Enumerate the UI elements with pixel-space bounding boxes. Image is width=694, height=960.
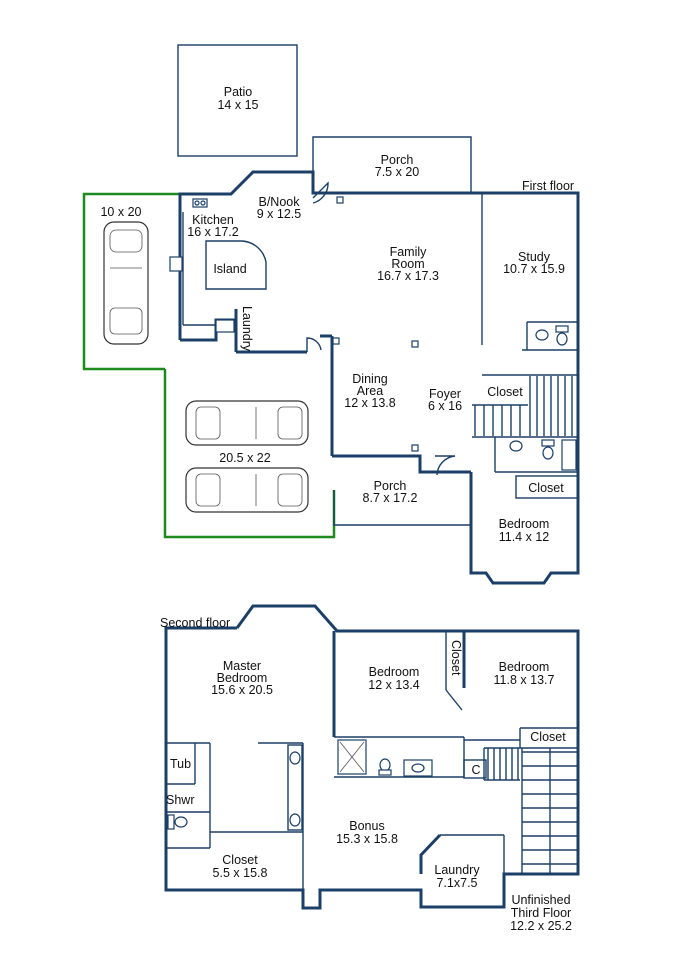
hall-toilet-icon [379, 758, 391, 772]
third-floor-size: 12.2 x 25.2 [510, 919, 572, 933]
foyer-size: 6 x 16 [428, 399, 462, 413]
garage-single-size: 10 x 20 [100, 205, 141, 219]
dining-name-2: Area [357, 384, 383, 398]
double-garage-car-1 [185, 400, 309, 446]
bath-toilet-icon [542, 446, 554, 460]
first-floor-label: First floor [522, 179, 574, 193]
study-toilet-icon [556, 332, 568, 346]
c-closet-name: C [471, 763, 480, 777]
porch-top-outline [312, 136, 472, 193]
laundry2-wall [419, 833, 442, 874]
porch-top-name: Porch [381, 153, 414, 167]
house-outer-wall [178, 170, 580, 585]
master-toilet-icon [174, 816, 188, 828]
laundry2-name: Laundry [434, 863, 480, 877]
vanity-sink-icon [289, 751, 301, 765]
bnook-size: 9 x 12.5 [257, 207, 302, 221]
double-garage-car-2 [185, 467, 309, 513]
stove-icon [169, 256, 183, 272]
bedroom2-name: Bedroom [369, 665, 420, 679]
laundry1-name: Laundry [240, 306, 254, 352]
patio-name: Patio [224, 85, 253, 99]
family-name-1: Family [390, 245, 428, 259]
family-size: 16.7 x 17.3 [377, 269, 439, 283]
master-toilet-tank [167, 814, 175, 830]
island-counter [205, 240, 267, 290]
column-icon [336, 196, 344, 204]
study-toilet-tank [555, 325, 569, 333]
bedroom1-name: Bedroom [499, 517, 550, 531]
laundry2-size: 7.1x7.5 [436, 876, 477, 890]
second-floor-label: Second floor [160, 616, 230, 630]
front-door-swing [435, 455, 456, 476]
bedroom3-name: Bedroom [499, 660, 550, 674]
column-icon [411, 444, 419, 452]
hall-sink-icon [411, 763, 425, 773]
bedroom-closet-box [515, 475, 579, 499]
tub-name: Tub [170, 757, 191, 771]
second-floor-stairs [483, 747, 578, 874]
closet-study-name: Closet [487, 385, 523, 399]
dining-size: 12 x 13.8 [344, 396, 395, 410]
bath-toilet-tank [541, 439, 555, 447]
closet-bed1-name: Closet [528, 481, 564, 495]
bonus-size: 15.3 x 15.8 [336, 832, 398, 846]
bedroom1-size: 11.4 x 12 [499, 530, 550, 544]
column-icon [332, 337, 340, 345]
hall-toilet-tank [378, 769, 392, 776]
first-floor-stairs [472, 376, 573, 436]
family-name-2: Room [391, 257, 424, 271]
first-floor-tub [561, 439, 577, 471]
master-name-1: Master [223, 659, 261, 673]
porch-bottom-size: 8.7 x 17.2 [363, 491, 418, 505]
closet-bed3-name: Closet [530, 730, 566, 744]
bath-sink-icon [509, 440, 523, 452]
c-closet-box [463, 759, 487, 779]
kitchen-sink-icon [192, 198, 208, 208]
sink-bowl [194, 200, 200, 206]
kitchen-size: 16 x 17.2 [187, 225, 238, 239]
bnook-name: B/Nook [259, 195, 301, 209]
shwr-name: Shwr [166, 793, 194, 807]
bedroom3-size: 11.8 x 13.7 [494, 673, 555, 687]
study-sink-icon [535, 329, 549, 341]
laundry-machine-icon [215, 319, 235, 333]
patio-size: 14 x 15 [217, 98, 258, 112]
porch-bottom-outline [333, 490, 471, 526]
vanity-sink-icon [289, 813, 301, 827]
kitchen-name: Kitchen [192, 213, 234, 227]
bonus-name: Bonus [349, 819, 384, 833]
study-name: Study [518, 250, 551, 264]
third-floor-line2: Third Floor [511, 906, 571, 920]
porch-bottom-name: Porch [374, 479, 407, 493]
closet-master-size: 5.5 x 15.8 [213, 866, 268, 880]
island-name: Island [213, 262, 246, 276]
single-garage-car [103, 221, 149, 345]
master-size: 15.6 x 20.5 [211, 683, 273, 697]
second-floor-outer-wall [164, 604, 580, 910]
tub-hatch [339, 741, 365, 773]
dining-name-1: Dining [352, 372, 387, 386]
master-name-2: Bedroom [217, 671, 268, 685]
foyer-name: Foyer [429, 387, 461, 401]
bedroom2-size: 12 x 13.4 [368, 678, 419, 692]
vanity-counter [287, 744, 303, 831]
study-size: 10.7 x 15.9 [503, 262, 565, 276]
dining-bottom-wall [332, 454, 471, 474]
patio-door-swing [312, 181, 329, 204]
sink-bowl [200, 200, 206, 206]
closet-door-line [445, 689, 463, 711]
column-icon [411, 340, 419, 348]
closet-vert-name: Closet [449, 640, 463, 676]
third-floor-line1: Unfinished [511, 893, 570, 907]
laundry-door-swing [306, 337, 322, 352]
porch-top-size: 7.5 x 20 [375, 165, 420, 179]
patio-outline [177, 44, 298, 157]
garage-double-size: 20.5 x 22 [219, 451, 270, 465]
closet-master-name: Closet [222, 853, 258, 867]
